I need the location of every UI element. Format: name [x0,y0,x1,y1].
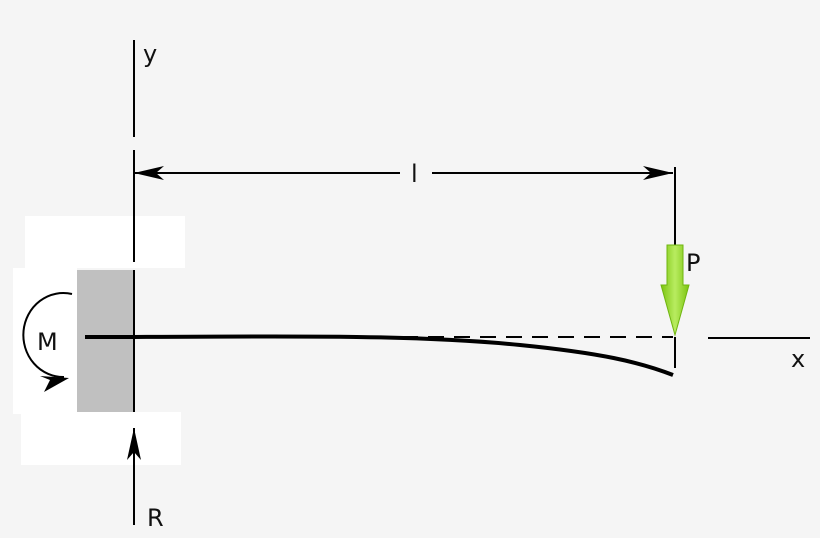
white-patch-bottom [21,412,181,465]
fixed-wall-support [77,270,134,412]
moment-arc [22,292,73,379]
reaction-label: R [147,504,164,532]
white-patch-top [25,216,185,268]
load-label: P [686,249,700,277]
load-arrow-icon [660,244,690,337]
dimension-arrowhead-right [643,166,673,180]
moment-label: M [37,328,58,356]
y-axis-label: y [143,40,157,68]
length-label: l [411,160,418,188]
reaction-arrowhead [127,428,141,460]
dimension-arrowhead-left [134,166,164,180]
moment-arrowhead [40,376,69,392]
deflected-beam [85,334,674,377]
x-axis-label: x [791,345,805,373]
